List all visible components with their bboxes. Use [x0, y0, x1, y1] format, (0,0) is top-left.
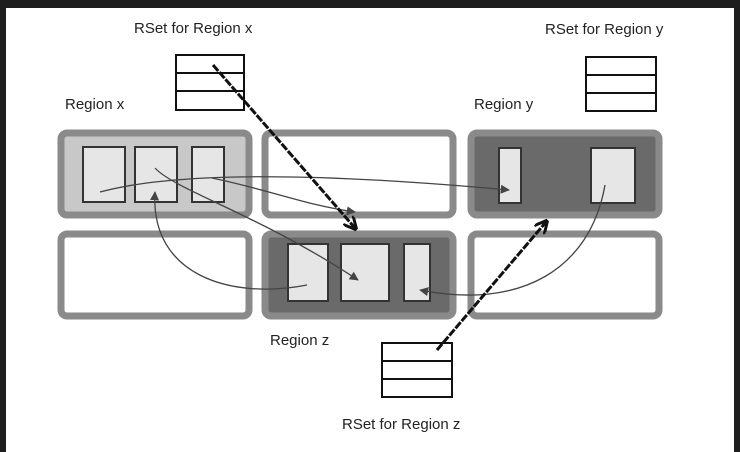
rset-pointer-arrows	[211, 64, 546, 351]
region-x	[57, 129, 253, 219]
reference-arrow-x-to-y	[99, 176, 510, 194]
region-y-object-2	[590, 147, 636, 204]
region-empty-bottom-left	[57, 230, 253, 320]
region-z-label: Region z	[270, 332, 330, 349]
rset-x-table	[175, 54, 245, 111]
region-z-object-2	[340, 243, 390, 302]
rset-y-table	[585, 56, 657, 112]
rset-z-pointer-arrow	[435, 222, 546, 351]
region-y-object-1	[498, 147, 522, 204]
region-x-object-1	[82, 146, 126, 203]
region-y	[467, 129, 663, 219]
rset-z-table	[381, 342, 453, 398]
region-x-object-2	[134, 146, 178, 203]
region-z-object-1	[287, 243, 329, 302]
rset-z-label: RSet for Region z	[342, 416, 461, 433]
region-y-label: Region y	[474, 96, 534, 113]
reference-arrow-z-to-x	[149, 191, 308, 290]
region-z-object-3	[403, 243, 431, 302]
region-empty-top-middle	[261, 129, 457, 219]
rset-x-label: RSet for Region x	[134, 20, 253, 37]
region-x-label: Region x	[65, 96, 125, 113]
reference-arrows	[99, 167, 606, 297]
reference-arrow-y-to-z	[419, 184, 606, 297]
region-x-object-3	[191, 146, 225, 203]
reference-arrow-x-to-z	[154, 167, 359, 281]
rset-y-label: RSet for Region y	[545, 21, 664, 38]
rset-x-pointer-arrow	[211, 64, 355, 228]
region-z	[261, 230, 457, 320]
